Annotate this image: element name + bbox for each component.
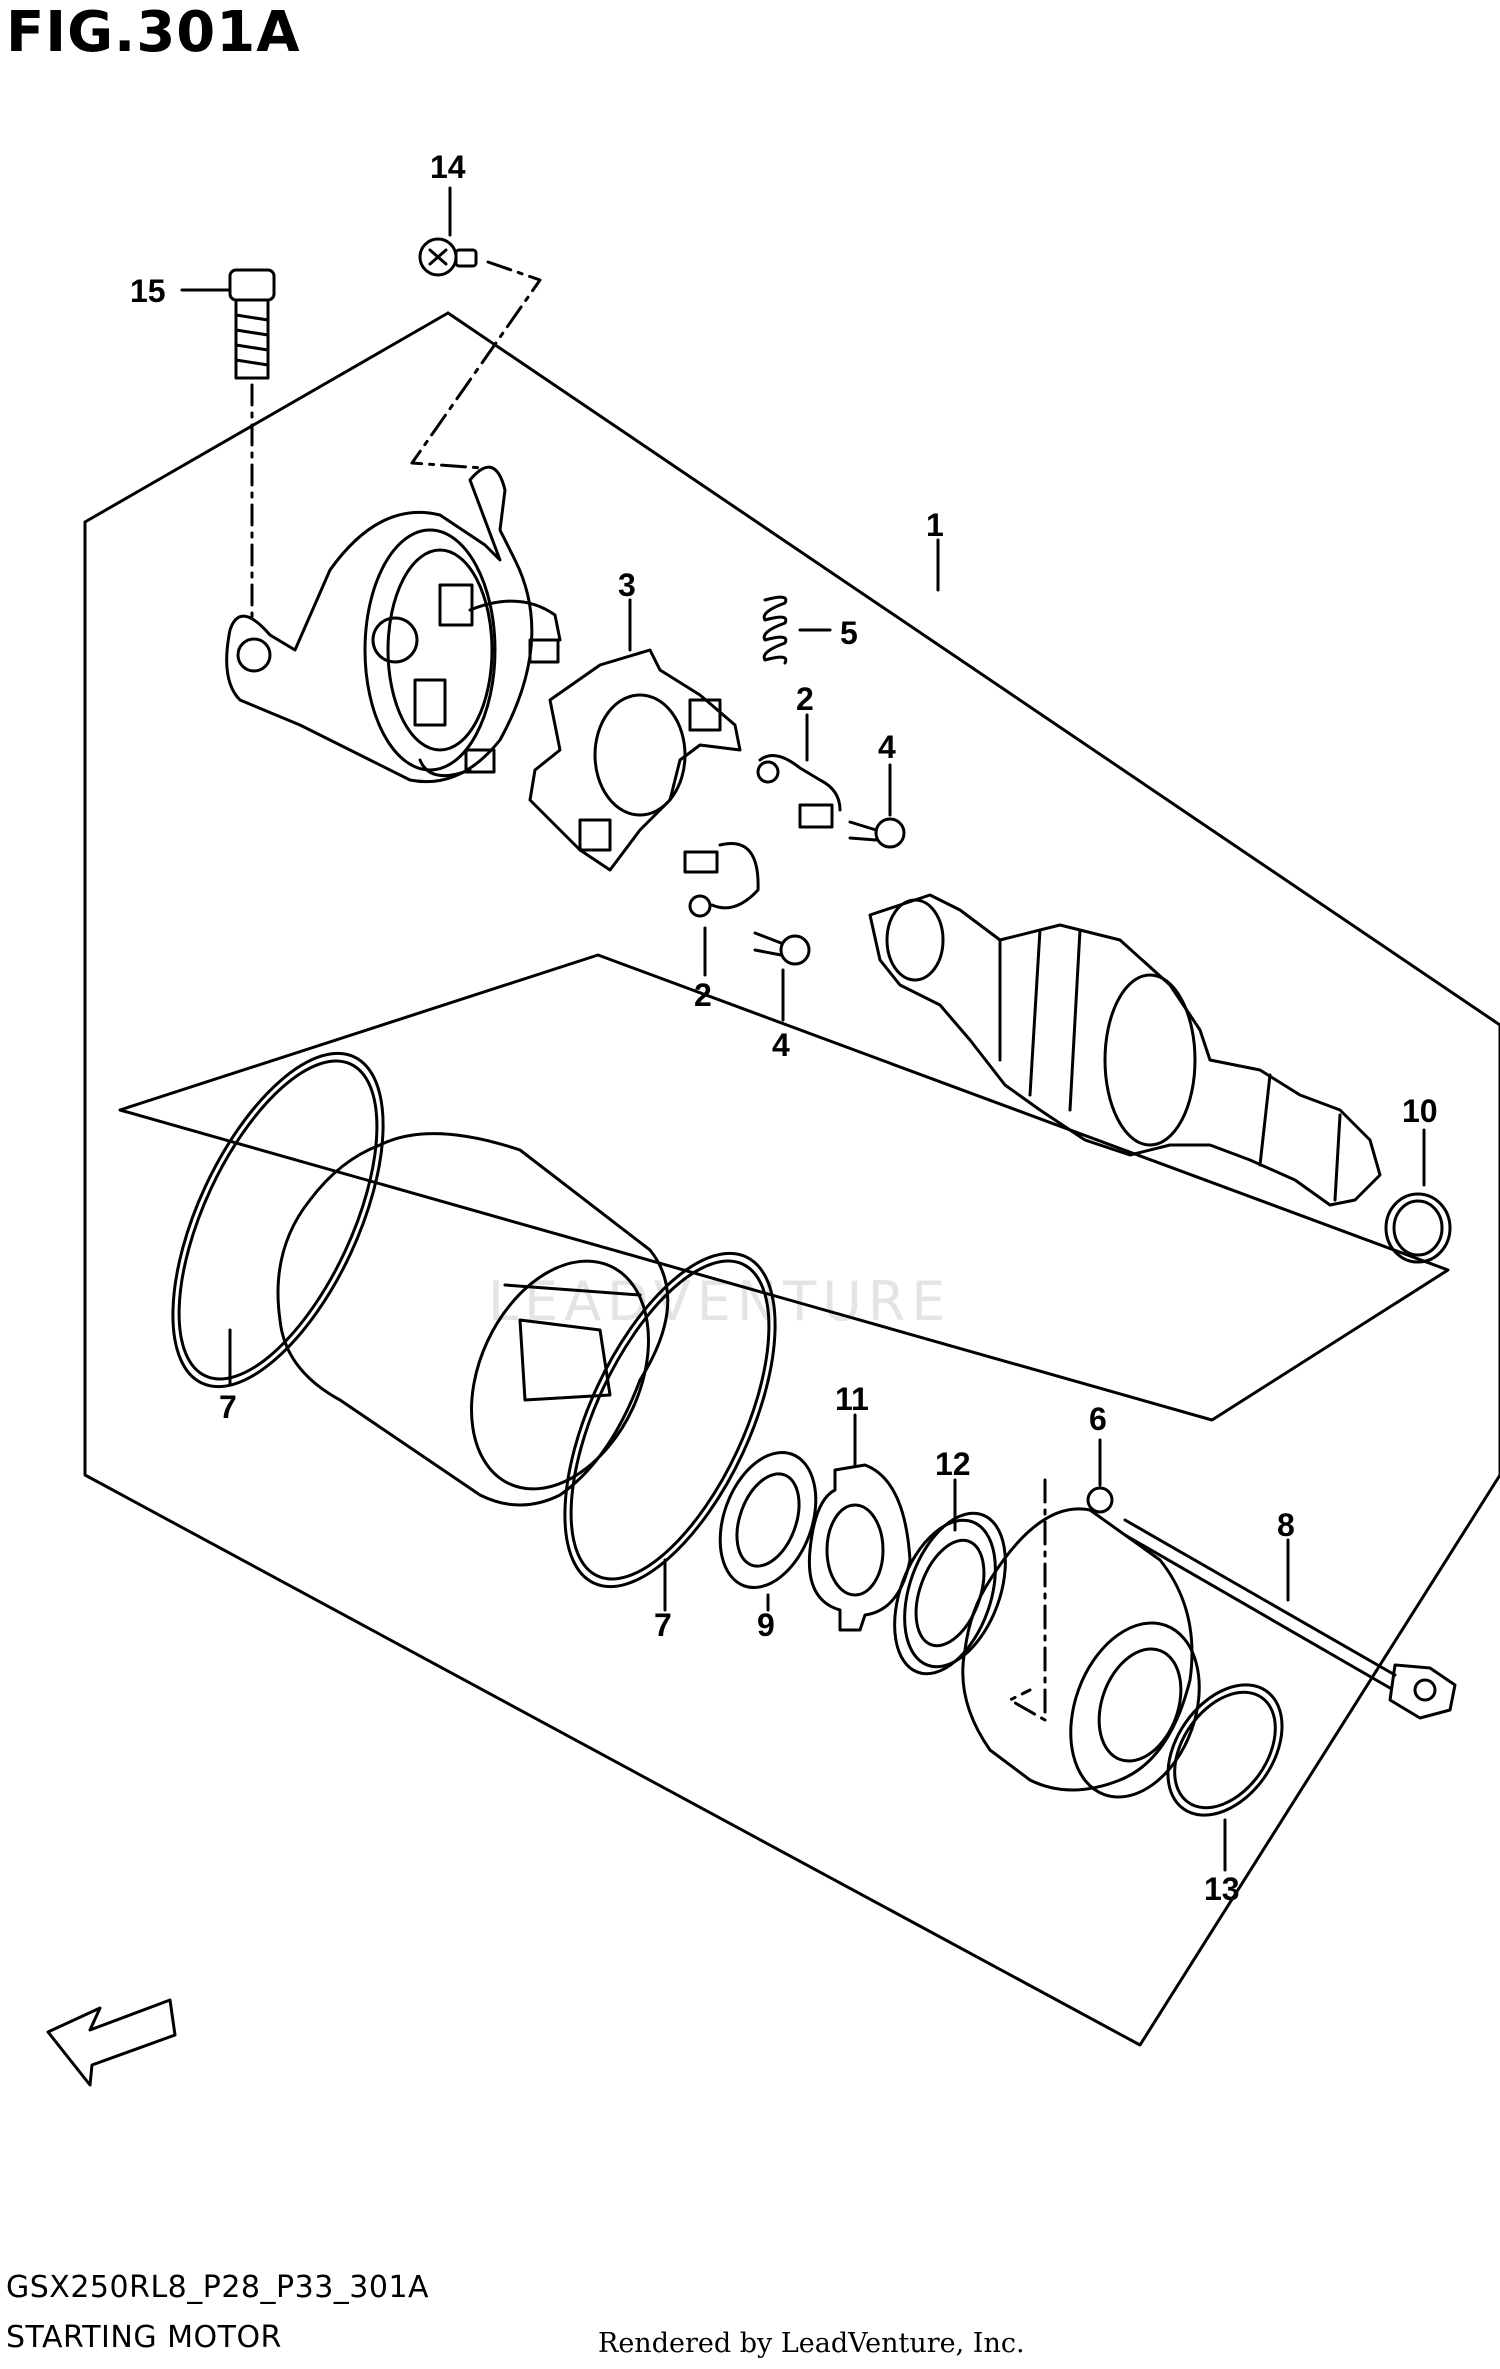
figure-title: FIG.301A <box>6 0 301 65</box>
o-ring-7-right-icon <box>563 1251 777 1589</box>
o-ring-7-left-icon <box>171 1051 385 1389</box>
callout-7-right: 7 <box>654 1607 672 1643</box>
armature-boundary <box>118 953 1450 1422</box>
callout-2-upper: 2 <box>796 681 814 717</box>
callout-14: 14 <box>430 149 466 185</box>
render-credit: Rendered by LeadVenture, Inc. <box>598 2328 1025 2359</box>
motor-case-icon <box>276 1132 670 1507</box>
callout-7-left: 7 <box>219 1389 237 1425</box>
fwd-arrow-icon <box>46 1998 177 2087</box>
callout-11: 11 <box>835 1381 869 1417</box>
callout-8: 8 <box>1277 1507 1295 1543</box>
callout-9: 9 <box>757 1607 775 1643</box>
front-bracket-icon <box>961 1478 1201 1799</box>
lock-plate-11-icon <box>807 1463 912 1632</box>
fwd-label: FWD <box>93 2012 154 2058</box>
long-bolt-8-icon <box>1123 1518 1457 1720</box>
callout-4-lower: 4 <box>772 1027 790 1063</box>
callout-4-upper: 4 <box>878 729 896 765</box>
callout-12: 12 <box>935 1446 971 1482</box>
brush-2-lower-icon <box>683 842 760 918</box>
snap-ring-10-icon <box>1384 1192 1452 1264</box>
callout-15: 15 <box>130 273 166 309</box>
callout-10: 10 <box>1402 1093 1438 1129</box>
brush-2-upper-icon <box>756 754 842 829</box>
model-code: GSX250RL8_P28_P33_301A <box>6 2270 430 2305</box>
washer-6-icon <box>1086 1486 1114 1514</box>
brush-holder-3-icon <box>528 648 742 872</box>
washer-9-icon <box>718 1451 818 1589</box>
callout-3: 3 <box>618 567 636 603</box>
callout-5: 5 <box>840 615 858 651</box>
callout-2-lower: 2 <box>694 977 712 1013</box>
screw-4-upper-icon <box>848 817 906 849</box>
callout-1: 1 <box>926 507 944 543</box>
screw-4-lower-icon <box>753 931 811 966</box>
spring-5-icon <box>762 595 788 665</box>
assembly-outline <box>83 311 1500 2047</box>
o-ring-13-icon <box>1166 1683 1284 1817</box>
rear-housing-icon <box>225 465 562 784</box>
section-name: STARTING MOTOR <box>6 2320 282 2355</box>
bolt-15-icon <box>228 268 276 380</box>
callout-6: 6 <box>1089 1401 1107 1437</box>
callout-13: 13 <box>1204 1871 1240 1907</box>
screw-14-icon <box>418 237 478 277</box>
oil-seal-12-icon <box>893 1511 1007 1676</box>
armature-icon <box>868 893 1382 1207</box>
